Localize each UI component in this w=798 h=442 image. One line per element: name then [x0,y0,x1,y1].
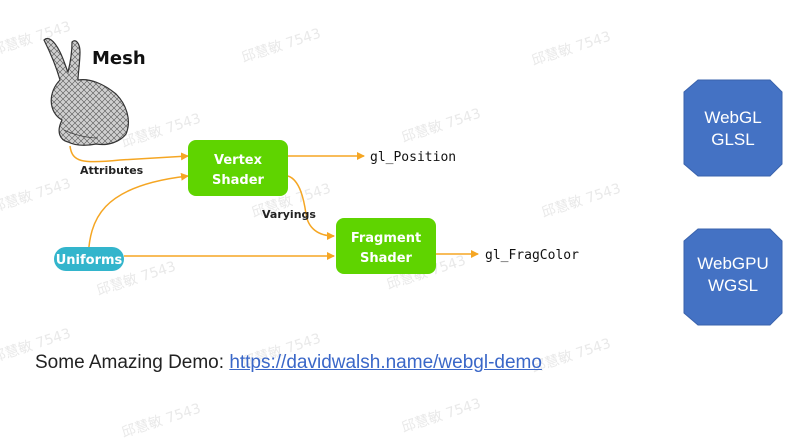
svg-text:Vertex: Vertex [214,153,263,168]
webgl-glsl-badge: WebGL GLSL [683,79,783,177]
svg-text:WGSL: WGSL [708,276,758,295]
svg-text:Uniforms: Uniforms [56,253,123,268]
mesh-label: Mesh [92,48,146,69]
demo-link[interactable]: https://davidwalsh.name/webgl-demo [229,352,542,373]
gl-position-output: gl_Position [370,150,456,165]
demo-line: Some Amazing Demo: https://davidwalsh.na… [35,352,542,374]
webgpu-wgsl-badge: WebGPU WGSL [683,228,783,326]
svg-text:Shader: Shader [212,173,265,188]
demo-prefix: Some Amazing Demo: [35,352,230,373]
attributes-label: Attributes [80,164,144,177]
varyings-label: Varyings [262,208,316,221]
svg-text:GLSL: GLSL [711,130,754,149]
uniforms-node: Uniforms [54,247,124,271]
svg-text:Shader: Shader [360,251,413,266]
bunny-mesh-icon [43,37,129,146]
uniforms-to-vertex-arrow [87,172,189,259]
varyings-arrow [287,175,335,240]
vertex-shader-node: Vertex Shader [188,140,288,196]
svg-text:WebGL: WebGL [704,108,761,127]
attributes-arrow [69,145,189,163]
pipeline-diagram: Mesh Attributes Varyings Vertex Shader F… [43,37,783,326]
gl-fragcolor-output: gl_FragColor [485,248,579,263]
svg-text:Fragment: Fragment [351,231,421,246]
fragment-shader-node: Fragment Shader [336,218,436,274]
slide: 邱慧敏 7543 邱慧敏 7543 邱慧敏 7543 邱慧敏 7543 邱慧敏 … [0,19,783,441]
svg-text:WebGPU: WebGPU [697,254,769,273]
